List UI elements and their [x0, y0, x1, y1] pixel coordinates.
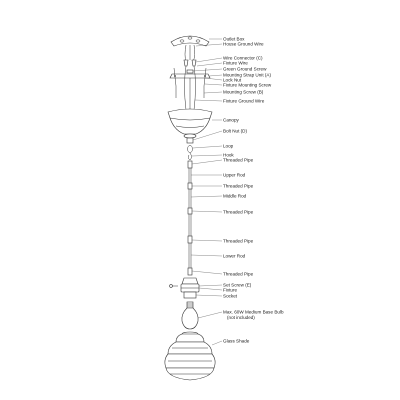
label-mounting-strap-unit: Mounting Strap Unit (A)	[223, 73, 271, 78]
mounting-screw	[175, 86, 205, 98]
label-hook: Hook	[223, 153, 234, 158]
bulb	[181, 301, 199, 330]
label-wire-connector: Wire Connector (C)	[223, 56, 263, 61]
label-green-ground-screw: Green Ground Screw	[223, 67, 267, 72]
labels: Outlet Box House Ground Wire Wire Connec…	[223, 37, 284, 344]
outlet-box	[170, 35, 210, 47]
label-glass-shade: Glass Shade	[223, 339, 250, 344]
label-socket: Socket	[223, 294, 238, 299]
mounting-strap-unit	[169, 67, 211, 87]
label-loop: Loop	[223, 144, 234, 149]
label-fixture: Fixture	[223, 288, 237, 293]
label-fixture-wire: Fixture Wire	[223, 61, 248, 66]
label-lower-rod: Lower Rod	[223, 254, 246, 259]
fixture-wire	[184, 65, 196, 111]
wire-connector	[183, 59, 197, 67]
leader-lines	[190, 38, 223, 346]
fixture-socket	[180, 277, 200, 299]
label-mounting-screw: Mounting Screw (B)	[223, 90, 264, 95]
canopy	[167, 108, 213, 139]
label-canopy: Canopy	[223, 118, 240, 123]
loop-and-hook	[186, 137, 194, 161]
label-fixture-mounting-screw: Fixture Mounting Screw	[223, 83, 272, 88]
label-outlet-box: Outlet Box	[223, 37, 245, 42]
rod-stack	[187, 160, 193, 276]
label-set-screw: Set Screw (E)	[223, 283, 252, 288]
label-upper-rod: Upper Rod	[223, 173, 246, 178]
label-middle-rod: Middle Rod	[223, 194, 247, 199]
label-threaded-pipe-2: Threaded Pipe	[223, 184, 254, 189]
label-bolt-nut: Bolt Nut (D)	[223, 129, 247, 134]
set-screw	[169, 284, 178, 288]
label-house-ground-wire: House Ground Wire	[223, 42, 264, 47]
label-fixture-ground-wire: Fixture Ground Wire	[223, 99, 265, 104]
house-wires	[184, 44, 196, 63]
label-threaded-pipe-3: Threaded Pipe	[223, 210, 254, 215]
label-lock-nut: Lock Nut	[223, 78, 242, 83]
label-bulb-line1: Max. 60W Medium Base Bulb	[223, 310, 284, 315]
label-bulb-line2: (not included)	[227, 315, 255, 320]
label-threaded-pipe-1: Threaded Pipe	[223, 158, 254, 163]
glass-shade	[164, 331, 216, 381]
label-threaded-pipe-4: Threaded Pipe	[223, 239, 254, 244]
label-threaded-pipe-5: Threaded Pipe	[223, 272, 254, 277]
